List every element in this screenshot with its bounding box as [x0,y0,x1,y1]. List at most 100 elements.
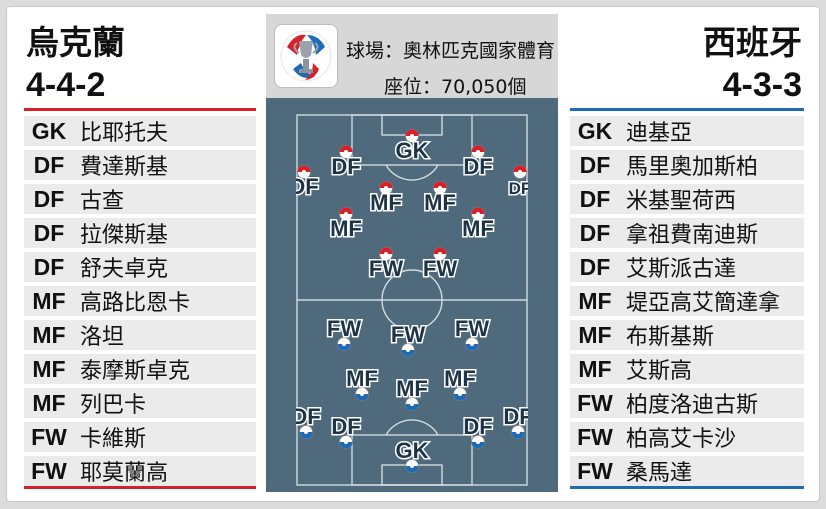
soccer-ball-icon [433,181,447,195]
position-code: MF [396,376,428,401]
position-code: DF [296,174,319,199]
pitch-player-marker: MF [423,181,457,217]
position-code: DF [509,179,528,198]
position-code: DF [463,154,492,179]
position-code: FW [577,389,613,416]
position-code: DF [33,253,65,280]
player-name: 古查 [80,189,125,214]
right-team-name: 西班牙 [703,23,802,62]
pitch-player-marker: DF [330,413,362,449]
position-code: DF [33,151,65,178]
left-lineup-row: DF 拉傑斯基 [24,218,256,248]
player-name: 柏高艾卡沙 [626,427,737,452]
pitch-player-marker: MF [329,207,363,243]
soccer-ball-icon [433,247,447,261]
left-lineup-row: FW 卡維斯 [24,422,256,452]
position-code: MF [578,321,612,348]
right-accent-rule [570,108,804,111]
player-name: 卡維斯 [80,427,147,452]
right-lineup-row: DF 馬里奧加斯柏 [570,150,804,180]
venue-header: 球場：奧林匹克國家體育 座位：70,050個 [266,14,558,98]
right-team-formation: 4-3-3 [722,66,802,104]
pitch-player-marker: MF [369,181,403,217]
pitch-player-marker: DF [296,165,320,201]
pitch-panel: 球場：奧林匹克國家體育 座位：70,050個 [266,14,558,492]
soccer-ball-icon [339,145,353,159]
right-bottom-rule [570,486,804,489]
left-lineup-row: DF 古查 [24,184,256,214]
pitch-player-marker: FW [367,247,405,283]
player-name: 艾斯高 [626,359,693,384]
soccer-ball-icon [471,435,485,449]
pitch-player-marker: MF [461,207,495,243]
pitch-player-marker: DF [462,413,494,449]
pitch-player-marker: GK [394,129,430,165]
position-code: MF [578,287,612,314]
position-code: MF [32,321,66,348]
pitch-player-marker: DF [507,165,528,200]
soccer-ball-icon [297,165,311,179]
bottom-penalty-arc [385,419,439,436]
position-code: MF [330,216,362,241]
position-code: DF [296,404,321,429]
soccer-ball-icon [405,459,419,473]
soccer-ball-icon [299,425,313,439]
position-code: MF [578,355,612,382]
position-code: GK [31,117,67,144]
pitch-player-marker: FW [453,315,491,351]
position-code: FW [455,316,489,341]
position-code: FW [391,322,425,347]
position-code: FW [31,423,67,450]
euro-2016-trophy-logo-icon [274,24,338,88]
soccer-ball-icon [355,387,369,401]
player-name: 比耶托夫 [80,121,169,146]
soccer-ball-icon [405,129,419,143]
position-code: GK [396,438,429,463]
soccer-ball-icon [405,397,419,411]
pitch-player-marker: FW [389,321,427,357]
left-bottom-rule [24,486,256,489]
player-name: 耶莫蘭高 [80,461,169,486]
player-name: 拉傑斯基 [80,223,169,248]
position-code: DF [463,414,492,439]
pitch-player-marker: GK [394,437,430,473]
position-code: DF [331,154,360,179]
right-lineup-row: MF 艾斯高 [570,354,804,384]
player-name: 桑馬達 [626,461,693,486]
soccer-ball-icon [379,181,393,195]
player-name: 費達斯基 [80,155,169,180]
soccer-ball-icon [401,343,415,357]
soccer-ball-icon [511,425,525,439]
position-code: GK [577,117,613,144]
player-name: 迪基亞 [626,121,693,146]
pitch-player-marker: DF [296,403,322,439]
position-code: DF [33,219,65,246]
player-name: 艾斯派古達 [626,257,737,282]
position-code: FW [369,256,403,281]
position-code: DF [579,219,611,246]
pitch-player-marker: DF [330,145,362,181]
capacity-label: 座位：70,050個 [384,76,527,98]
left-team-name: 烏克蘭 [26,23,125,62]
position-code: DF [331,414,360,439]
position-code: DF [579,253,611,280]
soccer-ball-icon [471,145,485,159]
position-code: MF [346,366,378,391]
player-name: 馬里奧加斯柏 [626,155,759,180]
position-code: DF [33,185,65,212]
soccer-ball-icon [465,337,479,351]
position-code: DF [579,151,611,178]
left-lineup-row: DF 費達斯基 [24,150,256,180]
top-penalty-arc [385,164,439,181]
soccer-ball-icon [471,207,485,221]
